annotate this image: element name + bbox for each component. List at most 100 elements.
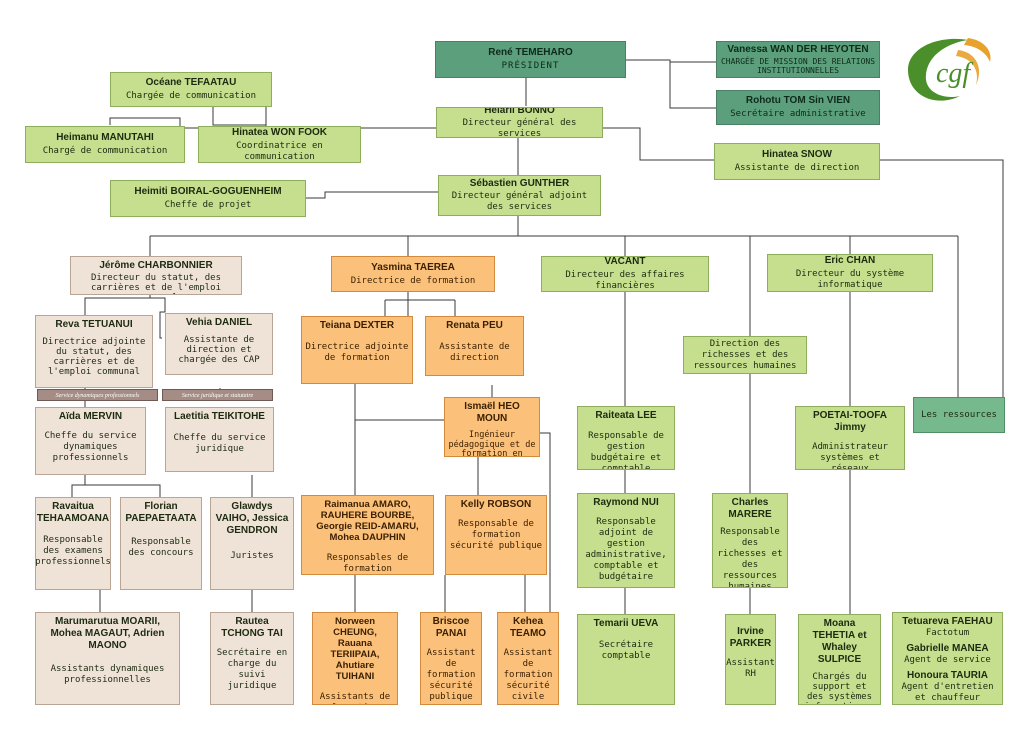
node-role: Directrice adjointe du statut, des carri… <box>42 337 146 377</box>
service-tag-dynamiques: Service dynamiques professionnels <box>37 389 158 401</box>
node-role: Chargé de communication <box>42 146 168 156</box>
node-name: Rohotu TOM Sin VIEN <box>745 95 851 106</box>
node-name: Raymond NUI <box>593 497 659 508</box>
node-director-informatique: Eric CHAN Directeur du système informati… <box>767 254 933 292</box>
node-cheffe-juridique: Laetitia TEIKITOHE Cheffe du service jur… <box>165 407 274 472</box>
node-role: Juristes <box>230 551 274 561</box>
node-cheffe-projet: Heimiti BOIRAL-GOGUENHEIM Cheffe de proj… <box>110 180 306 217</box>
node-cheffe-dynamiques: Aïda MERVIN Cheffe du service dynamiques… <box>35 407 146 475</box>
node-assistant-rh: Irvine PARKER Assistant RH <box>725 614 776 705</box>
node-role: Directrice de formation <box>350 275 476 286</box>
node-role: Directeur du statut, des carrières et de… <box>90 273 222 294</box>
node-name: Raimanua AMARO, RAUHERE BOURBE, Georgie … <box>316 499 419 543</box>
node-role: Responsable de formation sécurité publiq… <box>449 519 543 551</box>
node-juristes: Glawdys VAIHO, Jessica GENDRON Juristes <box>210 497 294 590</box>
node-name: Vehia DANIEL <box>185 317 253 328</box>
node-resp-examens: Ravaitua TEHAAMOANA Responsable des exam… <box>35 497 111 590</box>
node-role-3: Agent d'entretien et chauffeur <box>901 682 994 703</box>
node-name: Moana TEHETIA et Whaley SULPICE <box>812 618 867 665</box>
node-secretaire-comptable: Temarii UEVA Secrétaire comptable <box>577 614 675 705</box>
node-assistante-cap: Vehia DANIEL Assistante de direction et … <box>165 313 273 375</box>
node-name: Charles MARERE <box>728 497 772 520</box>
node-role: Directeur des affaires financières <box>565 270 685 291</box>
node-resp-adjoint-gestion: Raymond NUI Responsable adjoint de gesti… <box>577 493 675 588</box>
node-communication-officer: Heimanu MANUTAHI Chargé de communication <box>25 126 185 163</box>
node-name: Raiteata LEE <box>595 410 657 421</box>
node-assistante-formation: Renata PEU Assistante de direction <box>425 316 524 376</box>
node-role: CHARGÉE DE MISSION DES RELATIONS INSTITU… <box>720 57 876 75</box>
node-direction-rh: Direction des richesses et des ressource… <box>683 336 807 374</box>
node-name: Kelly ROBSON <box>460 499 532 510</box>
node-role: Les ressources <box>921 409 997 420</box>
node-role: Cheffe du service juridique <box>173 433 266 454</box>
node-role: Responsable adjoint de gestion administr… <box>585 517 667 582</box>
node-name: Yasmina TAEREA <box>371 261 455 273</box>
node-name: René TEMEHARO <box>488 47 573 58</box>
node-role: Directeur général des services <box>462 118 577 138</box>
node-name: Ravaitua TEHAAMOANA <box>36 501 110 524</box>
node-resp-securite-publique: Kelly ROBSON Responsable de formation sé… <box>445 495 547 575</box>
node-name: Laetitia TEIKITOHE <box>174 411 265 422</box>
node-name: Océane TEFAATAU <box>145 77 237 88</box>
node-role: Directeur du système informatique <box>795 269 905 290</box>
node-name: Hinatea SNOW <box>761 149 832 160</box>
node-role-2: Agent de service <box>904 655 991 665</box>
node-name: Norween CHEUNG, Rauana TERIIPAIA, Ahutia… <box>330 616 380 682</box>
logo-text: cgf <box>936 58 973 89</box>
node-role: Responsable des concours <box>128 537 194 558</box>
node-name: Marumarutua MOARII, Mohea MAGAUT, Adrien… <box>50 616 165 651</box>
node-role: Assistant RH <box>726 658 775 679</box>
node-name: VACANT <box>604 256 646 267</box>
node-director-formation: Yasmina TAEREA Directrice de formation <box>331 256 495 292</box>
node-role: Ingénieur pédagogique et de formation en… <box>448 430 536 457</box>
node-name: Renata PEU <box>446 320 503 331</box>
node-role: Assistant de formation sécurité publique <box>426 648 476 702</box>
node-role: Responsables de formation <box>326 553 409 574</box>
node-director-adjoint-formation: Teiana DEXTER Directrice adjointe de for… <box>301 316 413 384</box>
node-role: Assistante de direction <box>439 342 510 363</box>
node-name: Vanessa WAN DER HEYOTEN <box>727 44 869 55</box>
node-services-generaux: Tetuareva FAEHAU Factotum Gabrielle MANE… <box>892 612 1003 705</box>
node-name: Aïda MERVIN <box>58 411 123 422</box>
node-role: Chargée de communication <box>125 91 257 101</box>
node-support-informatique: Moana TEHETIA et Whaley SULPICE Chargés … <box>798 614 881 705</box>
cgf-logo: cgf <box>898 30 998 105</box>
node-secretaire-admin: Rohotu TOM Sin VIEN Secrétaire administr… <box>716 90 880 125</box>
node-communication-lead: Océane TEFAATAU Chargée de communication <box>110 72 272 107</box>
node-name: Rautea TCHONG TAI <box>221 616 283 639</box>
node-assistants-dynamiques: Marumarutua MOARII, Mohea MAGAUT, Adrien… <box>35 612 180 705</box>
node-role: Responsable des examens professionnels <box>35 535 111 567</box>
node-role: Assistants dynamiques professionnelles <box>50 664 165 685</box>
node-role: Cheffe du service dynamiques professionn… <box>44 431 137 463</box>
node-assistant-securite-civile: Kehea TEAMO Assistant de formation sécur… <box>497 612 559 705</box>
node-resp-formation: Raimanua AMARO, RAUHERE BOURBE, Georgie … <box>301 495 434 575</box>
node-assistante-direction: Hinatea SNOW Assistante de direction <box>714 143 880 180</box>
node-role: Assistante de direction <box>734 163 860 173</box>
node-role: Secrétaire comptable <box>598 640 654 661</box>
node-role: Administrateur systèmes et réseaux <box>812 442 888 470</box>
service-tag-juridique: Service juridique et statutaire <box>162 389 273 401</box>
node-name: Hinatea WON FOOK <box>231 126 327 138</box>
node-role: Assistants de formation <box>319 692 391 704</box>
node-role: Assistante de direction et chargée des C… <box>178 335 260 365</box>
node-role: Factotum <box>925 628 970 638</box>
node-communication-coordinator: Hinatea WON FOOK Coordinatrice en commun… <box>198 126 361 163</box>
node-resp-concours: Florian PAEPAETAATA Responsable des conc… <box>120 497 202 590</box>
node-role: Direction des richesses et des ressource… <box>693 338 797 371</box>
node-role: Secrétaire en charge du suivi juridique <box>216 648 288 691</box>
node-name: Heimiti BOIRAL-GOGUENHEIM <box>134 186 282 197</box>
node-name: Heiarii BONNO <box>484 107 555 116</box>
node-name: Glawdys VAIHO, Jessica GENDRON <box>215 501 289 536</box>
node-name: Eric CHAN <box>824 255 876 266</box>
node-name: Reva TETUANUI <box>55 319 133 330</box>
node-ingenieur-securite: Ismaël HEO MOUN Ingénieur pédagogique et… <box>444 397 540 457</box>
node-name: POETAI-TOOFA Jimmy <box>812 410 888 433</box>
node-mission-relations: Vanessa WAN DER HEYOTEN CHARGÉE DE MISSI… <box>716 41 880 78</box>
node-name: Heimanu MANUTAHI <box>56 132 154 143</box>
node-role: PRÉSIDENT <box>501 61 560 71</box>
node-role: Responsable de gestion budgétaire et com… <box>588 431 664 470</box>
node-director-finances: VACANT Directeur des affaires financière… <box>541 256 709 292</box>
node-director-statut: Jérôme CHARBONNIER Directeur du statut, … <box>70 256 242 295</box>
node-dgs: Heiarii BONNO Directeur général des serv… <box>436 107 603 138</box>
node-role: Directrice adjointe de formation <box>305 342 409 363</box>
